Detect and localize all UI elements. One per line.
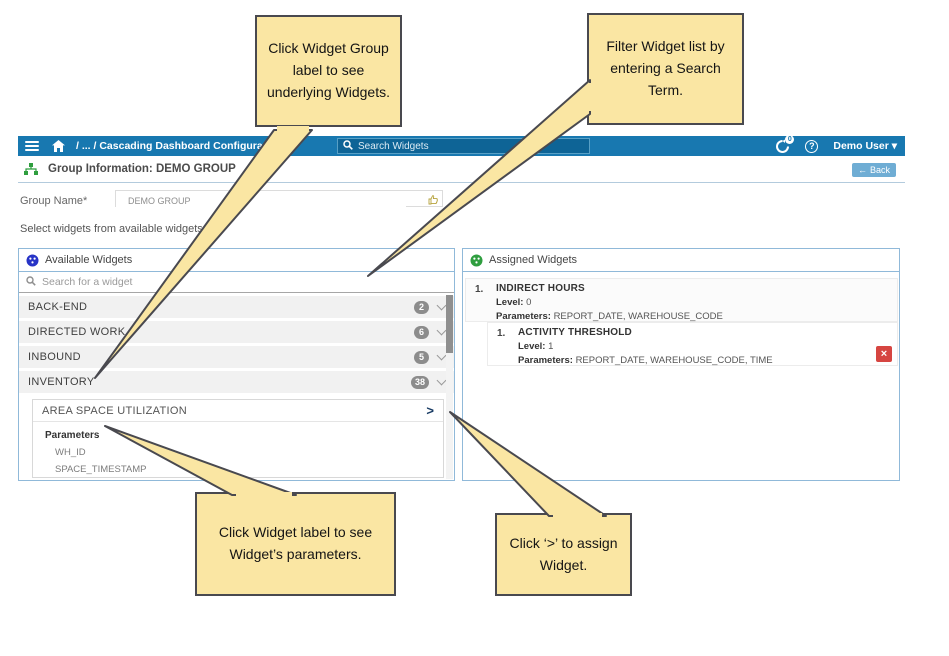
thumbs-up-icon: [427, 193, 439, 211]
assigned-widget-index: 1.: [475, 284, 484, 295]
search-icon: [26, 273, 36, 291]
assigned-widget-params: Parameters: REPORT_DATE, WAREHOUSE_CODE,…: [518, 355, 773, 366]
widget-group-row-inbound[interactable]: INBOUND 5: [19, 346, 454, 368]
scrollbar-thumb[interactable]: [446, 295, 453, 353]
notification-count-badge: 0: [785, 134, 795, 144]
assigned-widget-card: 1. ACTIVITY THRESHOLD Level: 1 Parameter…: [487, 322, 898, 366]
user-menu[interactable]: Demo User ▾: [833, 140, 897, 152]
count-badge: 38: [410, 375, 429, 389]
chevron-down-icon[interactable]: [436, 375, 447, 385]
home-icon[interactable]: [52, 140, 65, 152]
callout-assign: Click ‘>’ to assign Widget.: [495, 513, 632, 596]
widget-search-row: [19, 272, 454, 293]
back-arrow-icon: ←: [857, 165, 867, 175]
assigned-widget-params: Parameters: REPORT_DATE, WAREHOUSE_CODE: [496, 311, 723, 322]
scrollbar-track[interactable]: [446, 295, 453, 479]
assigned-widget-card: 1. INDIRECT HOURS Level: 0 Parameters: R…: [465, 278, 898, 322]
count-badge: 2: [414, 300, 429, 314]
available-widgets-title: Available Widgets: [45, 254, 133, 266]
widget-group-row-directed-work[interactable]: DIRECTED WORK 6: [19, 321, 454, 343]
notifications-sync-icon[interactable]: 0: [775, 134, 795, 154]
chevron-down-icon[interactable]: [436, 300, 447, 310]
global-search-box[interactable]: [337, 138, 590, 154]
count-badge: 5: [414, 350, 429, 364]
widget-label-row[interactable]: AREA SPACE UTILIZATION >: [33, 400, 443, 422]
group-info-bar: Group Information: DEMO GROUP ← Back: [18, 156, 905, 183]
instruction-text: Select widgets from available widgets li…: [20, 223, 224, 235]
group-name-field: [115, 190, 443, 209]
expanded-widget-card: AREA SPACE UTILIZATION > Parameters WH_I…: [32, 399, 444, 478]
available-widgets-panel: Available Widgets BACK-END 2 DIRECTED WO…: [18, 248, 455, 481]
chevron-down-icon[interactable]: [436, 350, 447, 360]
widget-group-row-back-end[interactable]: BACK-END 2: [19, 296, 454, 318]
group-name-label: Group Name*: [20, 195, 88, 207]
help-icon[interactable]: ?: [805, 139, 819, 153]
callout-filter-search: Filter Widget list by entering a Search …: [587, 13, 744, 125]
assigned-widgets-title: Assigned Widgets: [489, 254, 578, 266]
assigned-widget-title: INDIRECT HOURS: [496, 283, 585, 294]
search-icon: [343, 137, 353, 155]
breadcrumb[interactable]: / ... / Cascading Dashboard Configuratio…: [76, 140, 282, 152]
widgets-icon-green: [470, 254, 483, 266]
parameters-title: Parameters: [45, 430, 100, 441]
assigned-widget-level: Level: 0: [496, 297, 532, 308]
global-search-input[interactable]: [358, 140, 558, 152]
available-widgets-header: Available Widgets: [19, 249, 454, 272]
top-nav-bar: / ... / Cascading Dashboard Configuratio…: [18, 134, 905, 156]
group-name-input[interactable]: [116, 193, 406, 209]
assigned-widgets-panel: Assigned Widgets 1. INDIRECT HOURS Level…: [462, 248, 900, 481]
count-badge: 6: [414, 325, 429, 339]
parameter-item: WH_ID: [55, 447, 86, 458]
assigned-widget-title: ACTIVITY THRESHOLD: [518, 327, 632, 338]
assigned-widget-level: Level: 1: [518, 341, 554, 352]
assigned-widgets-header: Assigned Widgets: [463, 249, 899, 272]
hierarchy-icon: [24, 162, 38, 176]
chevron-down-icon[interactable]: [436, 325, 447, 335]
parameter-item: SPACE_TIMESTAMP: [55, 464, 147, 475]
widgets-icon-blue: [26, 254, 39, 266]
callout-widget-group: Click Widget Group label to see underlyi…: [255, 15, 402, 127]
back-button[interactable]: ← Back: [851, 163, 896, 177]
assign-widget-button[interactable]: >: [426, 403, 434, 418]
widget-group-row-inventory[interactable]: INVENTORY 38: [19, 371, 454, 393]
widget-search-input[interactable]: [42, 276, 342, 288]
menu-icon[interactable]: [25, 141, 39, 151]
assigned-widget-index: 1.: [497, 328, 506, 339]
callout-widget-label: Click Widget label to see Widget’s param…: [195, 492, 396, 596]
page-title: Group Information: DEMO GROUP: [48, 163, 236, 175]
topbar-right-cluster: 0 ? Demo User ▾: [775, 134, 897, 156]
delete-widget-button[interactable]: ×: [876, 346, 892, 362]
